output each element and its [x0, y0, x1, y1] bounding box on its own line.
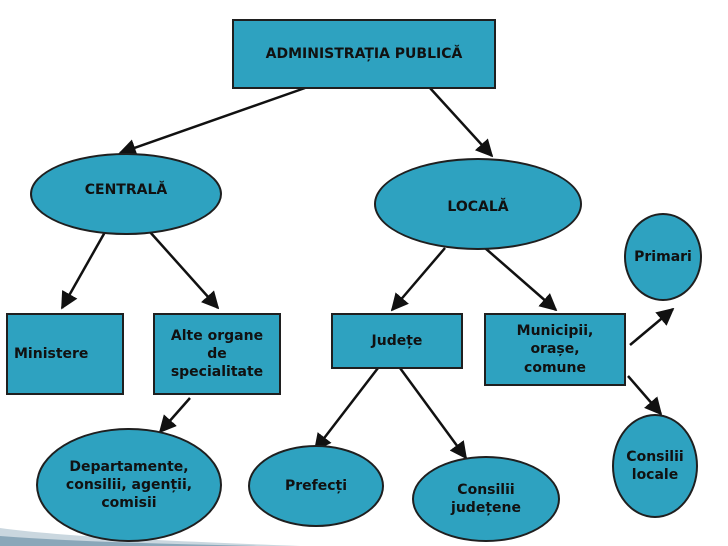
edge-municipii-primari	[629, 307, 675, 346]
edge-local-judete	[390, 247, 446, 312]
edge-judete-consilii-judetene	[398, 367, 468, 460]
edge-root-local	[429, 87, 494, 158]
node-consilii-judetene: Consilii județene	[412, 456, 560, 542]
node-consilii-locale: Consilii locale	[612, 414, 698, 518]
edge-central-alte	[149, 231, 220, 310]
edge-municipii-consilii-locale	[627, 375, 663, 416]
edge-judete-prefecti	[313, 367, 379, 452]
node-primari: Primari	[624, 213, 702, 301]
node-ministere: Ministere	[6, 313, 124, 395]
edge-central-ministere	[60, 231, 107, 310]
node-prefecti: Prefecți	[248, 445, 384, 527]
node-judete: Județe	[331, 313, 463, 369]
edge-alte-departamente	[158, 397, 191, 434]
edge-local-municipii	[484, 247, 558, 312]
corner-decoration	[0, 528, 300, 546]
node-central: CENTRALĂ	[30, 153, 222, 235]
node-root: ADMINISTRAȚIA PUBLICĂ	[232, 19, 496, 89]
node-departamente: Departamente, consilii, agenții, comisii	[36, 428, 222, 542]
node-municipii: Municipii, orașe, comune	[484, 313, 626, 386]
node-local: LOCALĂ	[374, 158, 582, 250]
edge-root-central	[118, 86, 306, 157]
node-alte-organe: Alte organe de specialitate	[153, 313, 281, 395]
